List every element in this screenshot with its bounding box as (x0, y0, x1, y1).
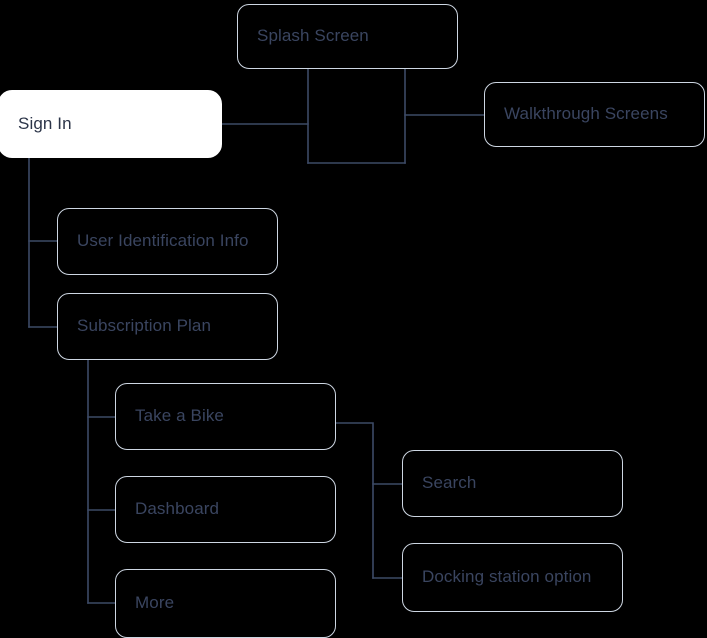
node-label-take-a-bike: Take a Bike (135, 406, 224, 426)
node-dashboard[interactable]: Dashboard (115, 476, 336, 543)
node-docking-station-option[interactable]: Docking station option (402, 543, 623, 612)
node-label-search: Search (422, 473, 477, 493)
node-walkthrough-screens[interactable]: Walkthrough Screens (484, 82, 705, 147)
node-label-dashboard: Dashboard (135, 499, 220, 519)
node-search[interactable]: Search (402, 450, 623, 517)
node-more[interactable]: More (115, 569, 336, 638)
node-sign-in[interactable]: Sign In (0, 90, 222, 158)
node-label-subscription-plan: Subscription Plan (77, 316, 211, 336)
node-splash-screen[interactable]: Splash Screen (237, 4, 458, 69)
node-user-identification-info[interactable]: User Identification Info (57, 208, 278, 275)
node-take-a-bike[interactable]: Take a Bike (115, 383, 336, 450)
node-subscription-plan[interactable]: Subscription Plan (57, 293, 278, 360)
node-label-walkthrough-screens: Walkthrough Screens (504, 104, 668, 124)
node-label-docking-station-option: Docking station option (422, 567, 592, 587)
node-label-user-identification-info: User Identification Info (77, 231, 249, 251)
node-label-sign-in: Sign In (18, 113, 72, 133)
connector-take-a-bike-trunk (335, 422, 374, 579)
node-label-more: More (135, 593, 175, 613)
node-label-splash-screen: Splash Screen (257, 26, 369, 46)
